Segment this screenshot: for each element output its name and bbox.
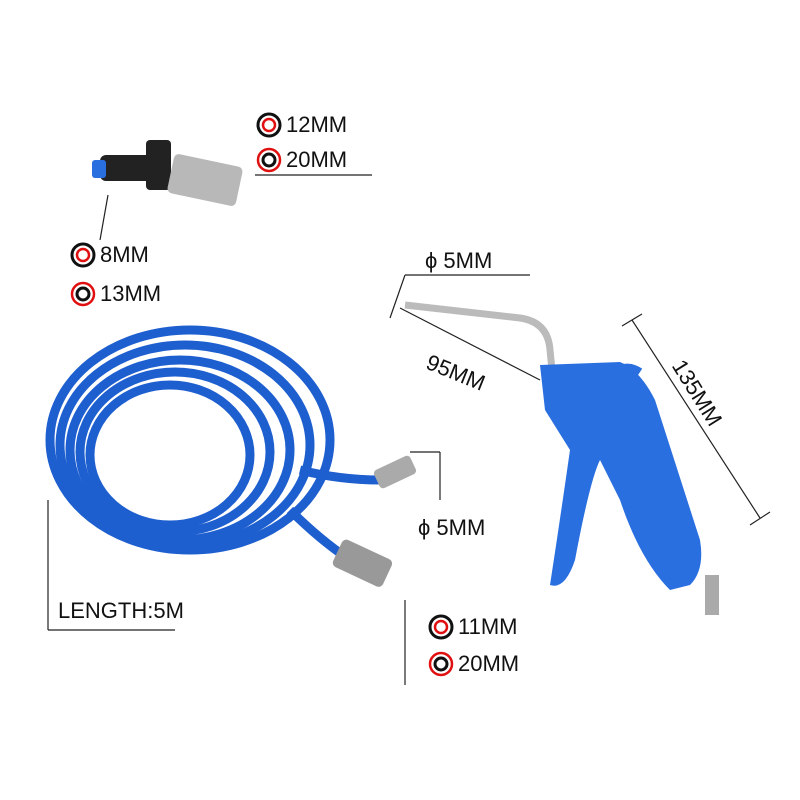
outer-diameter-ring-icon: [256, 147, 282, 173]
air-blow-gun: [404, 301, 719, 615]
nozzle-diameter-label: ϕ 5MM: [425, 248, 492, 274]
end-inner-label: 11MM: [428, 614, 518, 640]
hose-female-coupler: [332, 539, 393, 587]
hose-length-label: LENGTH:5M: [58, 598, 184, 624]
coiled-hose: [45, 325, 381, 564]
inner-diameter-ring-icon: [256, 112, 282, 138]
end-outer-text: 20MM: [458, 651, 520, 676]
coupler-outer-label: 20MM: [256, 147, 347, 173]
inner-diameter-ring-icon: [428, 614, 454, 640]
tee-inner-label: 8MM: [70, 242, 149, 268]
tee-connector: [92, 140, 243, 206]
coupler-inner-text: 12MM: [286, 112, 348, 137]
end-outer-label: 20MM: [428, 651, 519, 677]
end-inner-text: 11MM: [458, 614, 518, 639]
tee-outer-text: 13MM: [100, 281, 162, 306]
hose-diameter-text: ϕ 5MM: [418, 515, 486, 540]
tee-inner-text: 8MM: [100, 242, 149, 267]
dimension-lines: [47, 174, 771, 685]
hose-length-text: LENGTH:5M: [58, 598, 184, 623]
tee-outer-label: 13MM: [70, 281, 161, 307]
inner-diameter-ring-icon: [70, 242, 96, 268]
nozzle-diameter-text: ϕ 5MM: [425, 248, 493, 273]
hose-diameter-label: ϕ 5MM: [418, 515, 485, 541]
hose-male-plug: [373, 455, 417, 489]
coupler-inner-label: 12MM: [256, 112, 347, 138]
outer-diameter-ring-icon: [70, 281, 96, 307]
coupler-outer-text: 20MM: [286, 147, 348, 172]
outer-diameter-ring-icon: [428, 651, 454, 677]
